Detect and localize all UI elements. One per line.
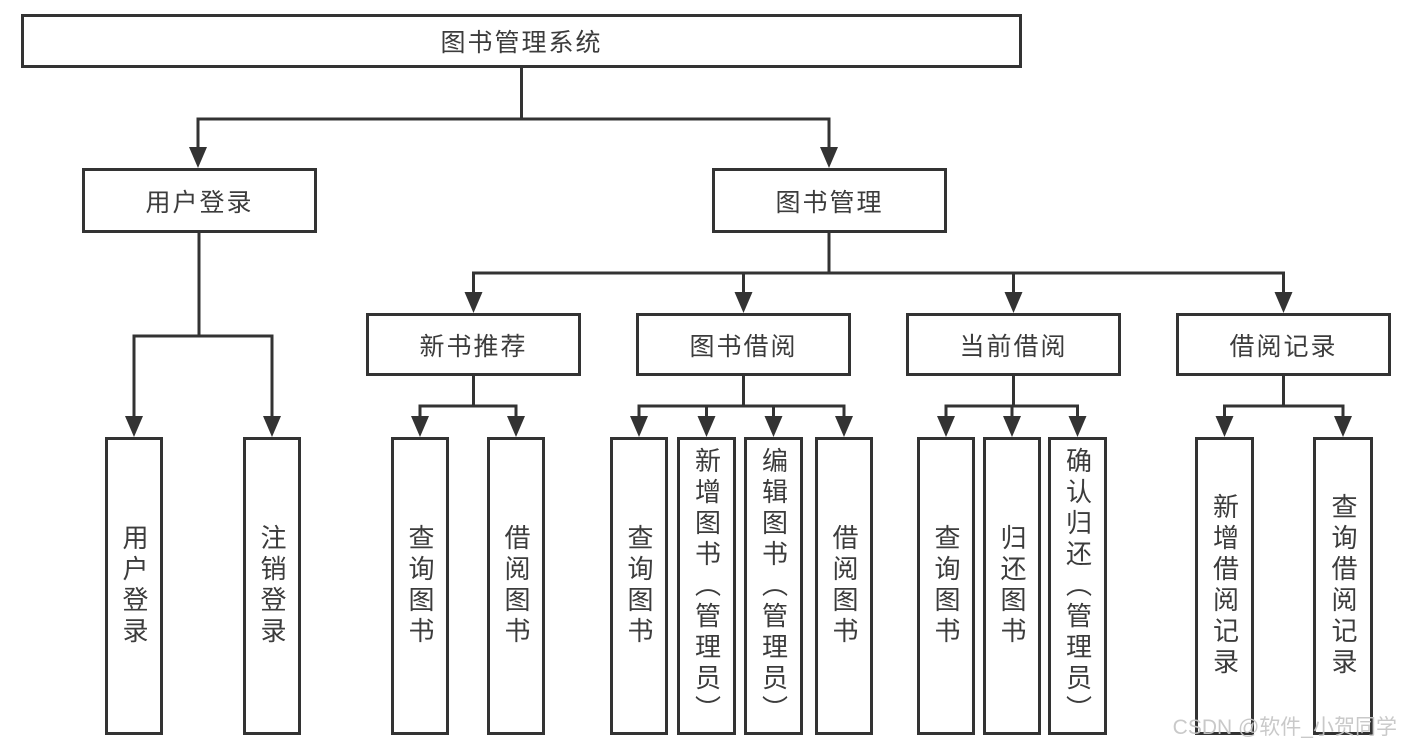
leaf-logout: 注销登录 <box>243 437 301 735</box>
leaf-bb-borrow-books-label: 借阅图书 <box>829 524 859 648</box>
node-user-login-label: 用户登录 <box>145 188 254 217</box>
leaf-cb-return-books: 归还图书 <box>983 437 1041 735</box>
leaf-nb-borrow-books: 借阅图书 <box>487 437 545 735</box>
node-current-borrowing: 当前借阅 <box>906 313 1121 376</box>
leaf-bb-borrow-books: 借阅图书 <box>815 437 873 735</box>
leaf-cb-query-books: 查询图书 <box>917 437 975 735</box>
leaf-bb-query-books-label: 查询图书 <box>624 524 654 648</box>
leaf-br-query-record: 查询借阅记录 <box>1313 437 1373 735</box>
node-new-book-recommend: 新书推荐 <box>366 313 581 376</box>
node-book-management-label: 图书管理 <box>775 188 884 217</box>
leaf-br-add-record: 新增借阅记录 <box>1195 437 1254 735</box>
node-book-borrowing: 图书借阅 <box>636 313 851 376</box>
leaf-bb-edit-books: 编辑图书（管理员） <box>744 437 803 735</box>
node-current-borrowing-label: 当前借阅 <box>959 332 1068 361</box>
leaf-bb-edit-books-label: 编辑图书（管理员） <box>758 446 789 726</box>
leaf-cb-confirm-return-label: 确认归还（管理员） <box>1062 446 1093 726</box>
leaf-br-add-record-label: 新增借阅记录 <box>1209 493 1240 679</box>
leaf-nb-query-books-label: 查询图书 <box>405 524 435 648</box>
node-root-label: 图书管理系统 <box>440 29 603 57</box>
leaf-bb-query-books: 查询图书 <box>610 437 668 735</box>
node-user-login: 用户登录 <box>82 168 317 233</box>
leaf-bb-add-books: 新增图书（管理员） <box>677 437 736 735</box>
leaf-nb-query-books: 查询图书 <box>391 437 449 735</box>
leaf-logout-label: 注销登录 <box>257 524 287 648</box>
leaf-cb-confirm-return: 确认归还（管理员） <box>1048 437 1107 735</box>
node-book-management: 图书管理 <box>712 168 947 233</box>
leaf-cb-query-books-label: 查询图书 <box>931 524 961 648</box>
leaf-cb-return-books-label: 归还图书 <box>997 524 1027 648</box>
leaf-user-login: 用户登录 <box>105 437 163 735</box>
node-borrowing-records-label: 借阅记录 <box>1229 332 1338 361</box>
leaf-nb-borrow-books-label: 借阅图书 <box>501 524 531 648</box>
node-new-book-recommend-label: 新书推荐 <box>419 332 528 361</box>
node-book-borrowing-label: 图书借阅 <box>689 332 798 361</box>
node-borrowing-records: 借阅记录 <box>1176 313 1391 376</box>
leaf-bb-add-books-label: 新增图书（管理员） <box>691 446 722 726</box>
leaf-user-login-label: 用户登录 <box>119 524 149 648</box>
leaf-br-query-record-label: 查询借阅记录 <box>1328 493 1358 679</box>
node-root: 图书管理系统 <box>21 14 1022 68</box>
